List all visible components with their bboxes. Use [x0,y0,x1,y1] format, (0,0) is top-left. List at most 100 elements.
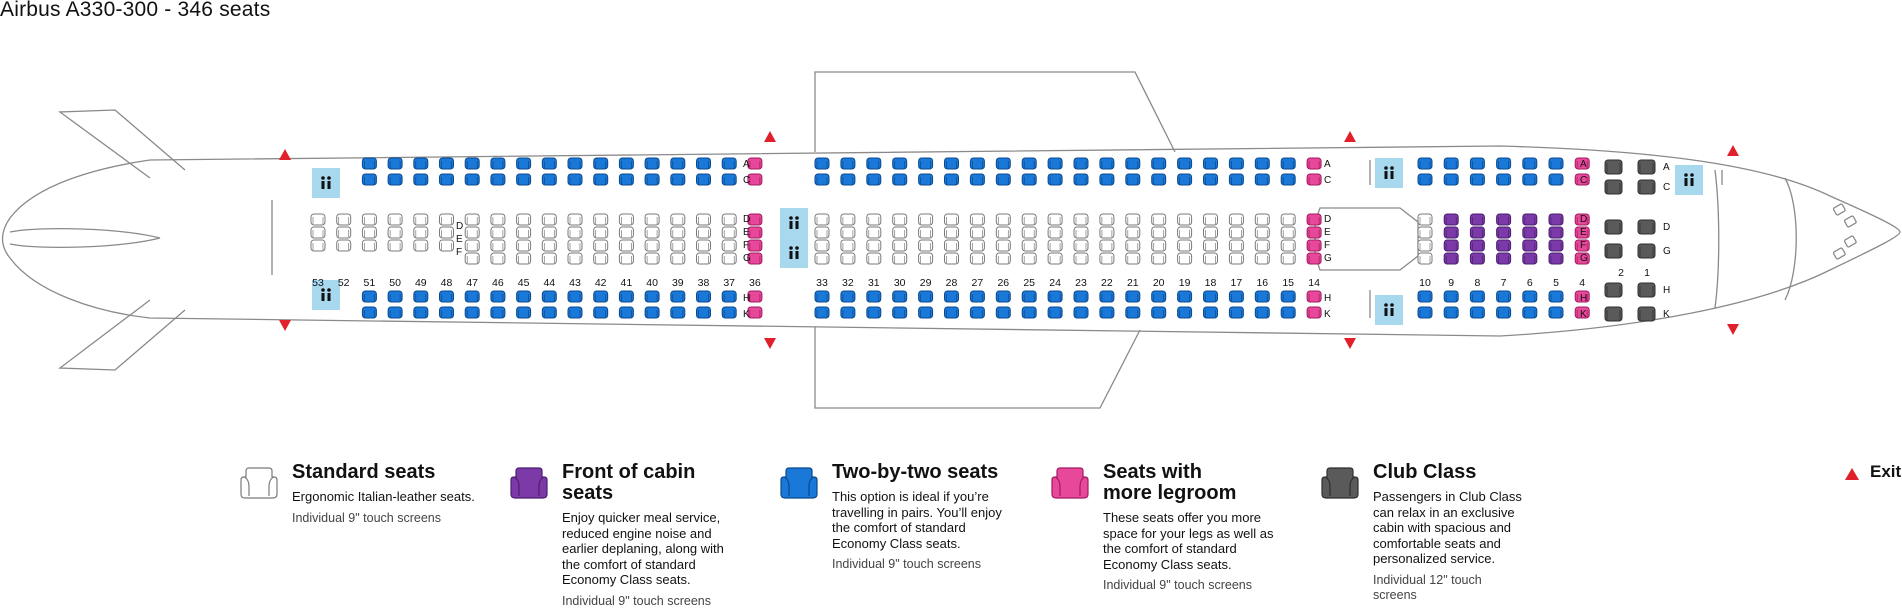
outline-segment [1784,177,1797,301]
seat-icon [670,157,686,170]
seat-icon [696,173,711,186]
seat-letter: H [1580,293,1587,304]
seat-armrest [1576,310,1588,317]
seat-icon [1522,252,1538,265]
seat-armrest [1256,161,1268,168]
seat-armrest [1023,217,1035,224]
seat-armrest [1550,310,1562,317]
seat-armrest [1445,243,1457,250]
seat-letter: G [1324,253,1332,264]
seat-armrest [646,256,658,263]
seat-armrest [842,256,854,263]
seat-armrest [1023,230,1035,237]
seat-icon [490,173,506,186]
seat-armrest [894,256,906,263]
seat-icon [1548,290,1564,303]
seat-icon [892,252,908,265]
row-number: 53 [312,277,324,289]
seat-icon [670,290,686,303]
seat-armrest [1075,243,1087,250]
lavatory-figure-head [789,246,793,250]
seat-armrest [816,161,828,168]
seat-armrest [415,243,427,250]
seat-icon [1177,290,1193,303]
seat-armrest [1153,177,1165,184]
seat-icon [593,213,609,226]
seat-armrest [868,177,880,184]
seat-icon [1203,252,1218,265]
seat-icon [1306,306,1322,319]
lavatory-figure-head [1684,173,1688,177]
seat-icon [1228,306,1244,319]
seat-armrest [1101,230,1113,237]
row-number: 47 [466,277,478,289]
seat-icon [866,226,882,239]
row-number: 5 [1553,277,1559,289]
seat-icon [439,173,454,186]
seat-armrest [1606,163,1621,173]
seat-letter: C [1324,175,1331,186]
seat-icon [1203,226,1218,239]
seat-icon [747,226,763,239]
seat-icon [593,173,609,186]
two-by-two-seat-icon [780,467,818,499]
seat-armrest [842,310,854,317]
seat-armrest [338,217,350,224]
seat-icon [490,239,506,252]
seat-icon [944,252,959,265]
seat-armrest [364,161,375,168]
seat-icon [464,157,480,170]
seat-armrest [723,243,735,250]
seat-icon [1604,306,1623,322]
seat-icon [866,213,882,226]
seat-armrest [1498,294,1509,301]
exit-arrow-icon [279,320,291,331]
seat-icon [1548,239,1564,252]
seat-armrest [1498,243,1509,250]
seat-icon [490,306,506,319]
seat-icon [1228,213,1244,226]
seat-icon [387,226,403,239]
seat-armrest [1153,243,1165,250]
lavatory-figure-head [327,176,331,180]
seat-icon [516,239,532,252]
seat-armrest [946,177,957,184]
exit-arrow-icon [1845,468,1859,480]
row-number: 19 [1179,277,1191,289]
seat-icon [1021,252,1037,265]
row-number: 52 [338,277,350,289]
row-number: 30 [894,277,906,289]
seat-icon [567,173,583,186]
row-number: 51 [364,277,376,289]
seat-armrest [1576,161,1588,168]
seat-armrest [1445,217,1457,224]
seat-armrest [621,230,632,237]
legend-feature: Individual 9" touch screens [1103,578,1252,592]
seat-armrest [441,217,452,224]
seat-armrest [646,243,658,250]
seat-armrest [595,161,607,168]
seat-icon [1021,306,1037,319]
lavatory-box [1375,295,1403,325]
seat-armrest [1498,217,1509,224]
seat-icon [1177,306,1193,319]
seat-armrest [364,177,375,184]
seat-icon [1021,239,1037,252]
seat-armrest [1419,256,1431,263]
seat-armrest [441,294,452,301]
seat-armrest [1498,230,1509,237]
lavatory-figure-body [321,293,325,301]
seat-letter: C [1663,182,1670,193]
seat-icon [593,306,609,319]
seat-armrest [1550,256,1562,263]
seat-armrest [518,310,529,317]
seat-icon [969,173,985,186]
seat-icon [336,239,352,252]
seat-armrest [389,177,401,184]
seat-armrest [1049,310,1061,317]
club-seat-icon [1321,467,1359,499]
seat-armrest [698,161,709,168]
lavatory-figure-body [1690,178,1694,186]
seat-armrest [1127,243,1139,250]
seat-armrest [1419,310,1431,317]
